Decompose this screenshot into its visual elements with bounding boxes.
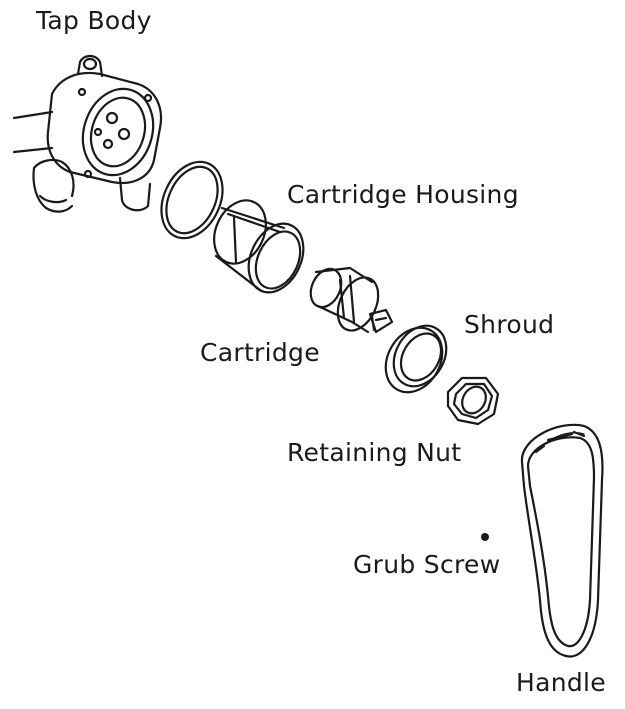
- label-cartridge: Cartridge: [200, 338, 320, 367]
- label-tap-body: Tap Body: [36, 6, 152, 35]
- retaining-nut-part: [448, 378, 498, 424]
- handle-part: [522, 425, 603, 657]
- o-ring-part: [150, 152, 235, 248]
- label-handle: Handle: [516, 668, 606, 697]
- tap-body-part: [14, 56, 164, 212]
- grub-screw-part: [481, 533, 489, 541]
- cartridge-part: [305, 264, 392, 337]
- label-retaining-nut: Retaining Nut: [287, 438, 462, 467]
- label-shroud: Shroud: [464, 310, 555, 339]
- label-grub-screw: Grub Screw: [353, 550, 501, 579]
- shroud-part: [374, 316, 456, 402]
- cartridge-housing-part: [204, 192, 314, 301]
- label-cartridge-housing: Cartridge Housing: [287, 180, 519, 209]
